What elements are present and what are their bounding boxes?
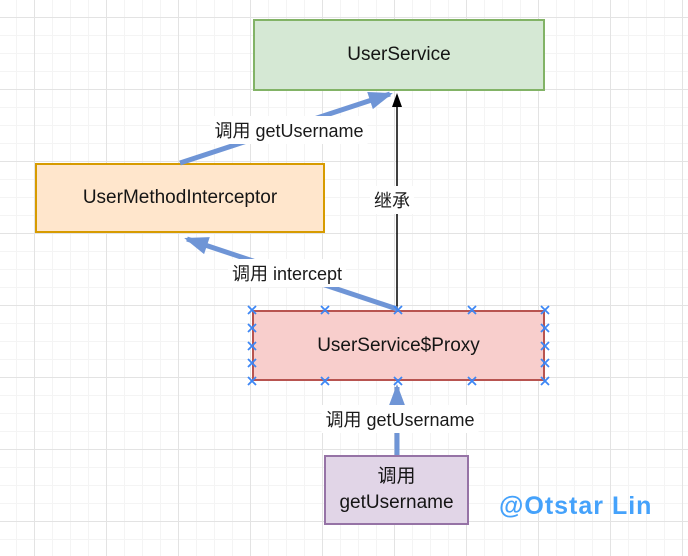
watermark: @Otstar Lin (499, 492, 653, 520)
node-user-service-proxy-label: UserService$Proxy (317, 334, 480, 356)
node-user-service-proxy[interactable]: UserService$Proxy (252, 310, 545, 381)
edge-label-call-getusername-top[interactable]: 调用 getUsername (210, 116, 368, 144)
edge-label-call-intercept[interactable]: 调用 intercept (227, 259, 347, 287)
node-invoke-get-username-label-line1: 调用 (377, 466, 416, 487)
node-user-service-label: UserService (347, 44, 451, 65)
edge-label-call-getusername-bottom[interactable]: 调用 getUsername (321, 405, 479, 433)
node-user-method-interceptor-label: UserMethodInterceptor (82, 187, 278, 208)
node-user-service[interactable]: UserService (253, 19, 545, 91)
edge-label-inherit[interactable]: 继承 (370, 186, 414, 214)
node-user-method-interceptor[interactable]: UserMethodInterceptor (35, 163, 325, 233)
node-invoke-get-username-label-line2: getUsername (339, 492, 454, 513)
node-invoke-get-username[interactable]: 调用 getUsername (324, 455, 469, 525)
